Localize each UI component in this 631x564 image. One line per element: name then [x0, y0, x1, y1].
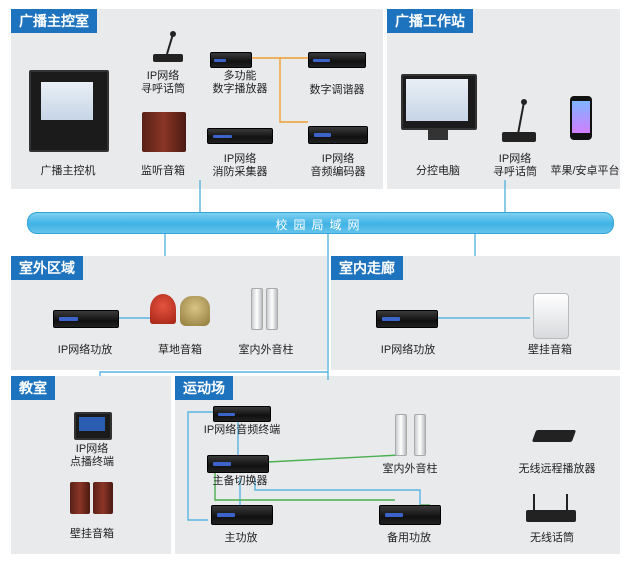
corridor-amp-label: IP网络功放 — [380, 344, 436, 356]
audio-terminal-label: IP网络音频终端 — [203, 424, 281, 436]
pc-label: 分控电脑 — [416, 165, 460, 177]
lawn-speaker-label: 草地音箱 — [158, 344, 202, 356]
wireless-mic-antenna-left — [533, 494, 535, 510]
outdoor-column-left-image — [251, 288, 263, 330]
tuner-label: 数字调谐器 — [309, 84, 365, 96]
mic-icon-2 — [502, 99, 536, 142]
campus-lan-bus: 校园局域网 — [27, 212, 614, 234]
tuner-image — [308, 52, 366, 68]
multi-player-image — [210, 52, 252, 68]
main-amp-label: 主功放 — [224, 532, 258, 544]
wireless-mic-image — [526, 510, 576, 522]
workstation-title: 广播工作站 — [387, 9, 473, 33]
outdoor-column-right-image — [266, 288, 278, 330]
outdoor-amp-image — [53, 310, 119, 328]
classroom-wall-speaker-right-image — [93, 482, 113, 514]
wireless-mic-antenna-right — [566, 494, 568, 510]
pg-column-right-image — [414, 414, 426, 456]
outdoor-amp-label: IP网络功放 — [57, 344, 113, 356]
lawn-speaker-red-image — [150, 294, 176, 324]
classroom-wall-speaker-label: 壁挂音箱 — [70, 528, 114, 540]
fire-collector-image — [207, 128, 273, 144]
phone-image — [570, 96, 592, 140]
main-host-image — [29, 70, 109, 152]
classroom-terminal-label: IP网络 点播终端 — [70, 443, 114, 468]
ip-mic-label-1: IP网络 寻呼话筒 — [141, 70, 185, 95]
corridor-wall-speaker-image — [533, 293, 569, 339]
wireless-player-label: 无线远程播放器 — [518, 463, 596, 475]
control-room-title: 广播主控室 — [11, 9, 97, 33]
wireless-player-image — [531, 430, 577, 442]
monitor-speaker-label: 监听音箱 — [141, 165, 185, 177]
mic-icon-1 — [153, 31, 183, 62]
switcher-label: 主备切换器 — [212, 475, 268, 487]
playground-title: 运动场 — [175, 376, 233, 400]
multi-player-label: 多功能 数字播放器 — [212, 70, 268, 95]
audio-encoder-image — [308, 126, 368, 144]
ip-mic-label-2: IP网络 寻呼话筒 — [493, 153, 537, 178]
corridor-title: 室内走廊 — [331, 256, 403, 280]
wireless-mic-label: 无线话筒 — [530, 532, 574, 544]
corridor-amp-image — [376, 310, 438, 328]
classroom-panel: 教室 — [11, 376, 171, 554]
mobile-label: 苹果/安卓平台 — [550, 165, 620, 177]
main-host-label: 广播主控机 — [40, 165, 96, 177]
outdoor-title: 室外区域 — [11, 256, 83, 280]
audio-encoder-label: IP网络 音频编码器 — [310, 153, 366, 178]
fire-collector-label: IP网络 消防采集器 — [212, 153, 268, 178]
classroom-title: 教室 — [11, 376, 55, 400]
pc-stand — [428, 128, 448, 140]
pc-monitor-image — [401, 74, 477, 130]
pg-column-left-image — [395, 414, 407, 456]
pg-column-label: 室内外音柱 — [382, 463, 438, 475]
monitor-speaker-image — [142, 112, 186, 152]
classroom-terminal-image — [74, 412, 112, 440]
backup-amp-label: 备用功放 — [387, 532, 431, 544]
audio-terminal-image — [213, 406, 271, 422]
campus-lan-label: 校园局域网 — [275, 218, 366, 232]
outdoor-column-label: 室内外音柱 — [238, 344, 294, 356]
backup-amp-image — [379, 505, 441, 525]
classroom-wall-speaker-left-image — [70, 482, 90, 514]
main-amp-image — [211, 505, 273, 525]
lawn-speaker-stone-image — [180, 296, 210, 326]
corridor-wall-speaker-label: 壁挂音箱 — [528, 344, 572, 356]
switcher-image — [207, 455, 269, 473]
